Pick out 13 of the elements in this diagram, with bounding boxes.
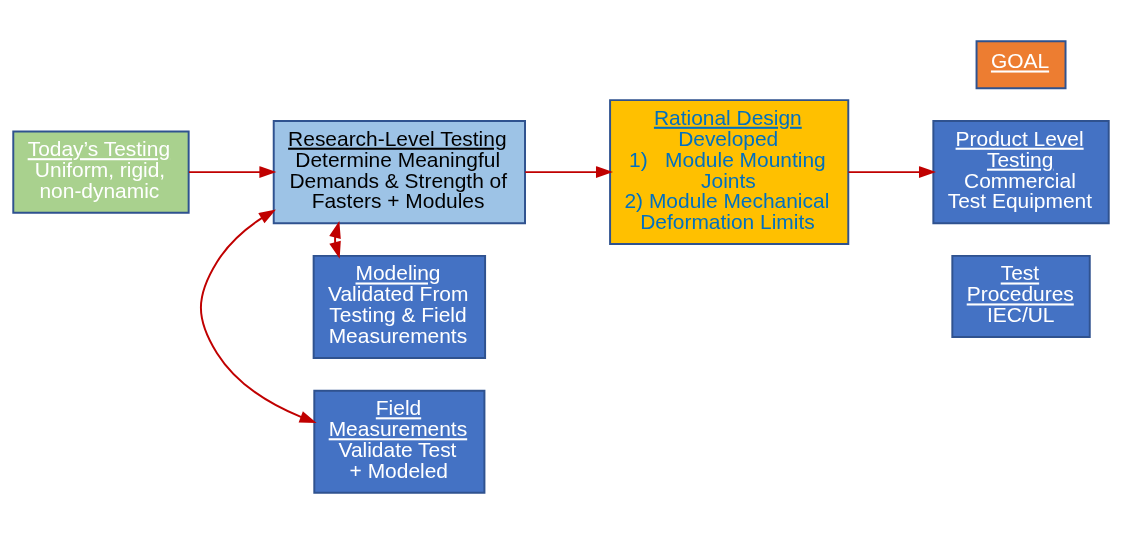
node-box: Research-Level Testing Determine Meaningful Demands & Strength of Fasters + Modules (272, 119, 526, 224)
node-box: Field Measurements Validate Test + Modeled (313, 389, 486, 494)
node-box: Test Procedures IEC/UL (951, 254, 1091, 338)
node-box: Modeling Validated From Testing & Field Measurements (312, 254, 487, 359)
node-box: Product Level Testing Commercial Test Equipment (932, 119, 1110, 224)
node-box: Today’s Testing Uniform, rigid, non-dynamic (12, 130, 190, 214)
arrow (847, 165, 936, 178)
node-box: Rational Design Developed 1) Module Mounting Joints 2) Module Mechanical Deformation Limits (609, 98, 850, 245)
arrow (199, 208, 317, 423)
node-box: GOAL (975, 39, 1067, 89)
arrow (188, 165, 277, 178)
arrow (329, 220, 341, 259)
arrow (524, 165, 613, 178)
